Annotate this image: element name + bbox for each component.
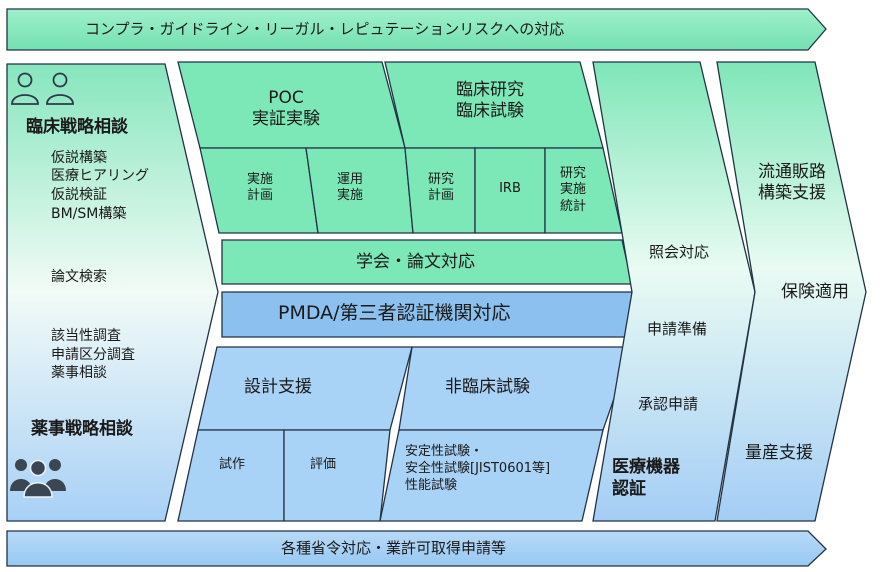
nonclinical-body-line-1: 安定性試験・ <box>405 444 484 459</box>
poc-sub-2-line-1: 運用 <box>336 172 363 187</box>
cert-step-inquiry: 照会対応 <box>649 243 710 261</box>
applicability-item: 該当性調査 <box>51 328 121 344</box>
clinical-strategy-title: 臨床戦略相談 <box>26 117 128 137</box>
verification-item: 仮説検証 <box>51 187 107 203</box>
group-people-icon <box>10 459 66 498</box>
design-sub-box-1 <box>177 429 285 522</box>
pmda-label: PMDA/第三者認証機関対応 <box>278 302 511 324</box>
nonclinical-body-line-2: 安全性試験[JIST0601等] <box>405 461 551 476</box>
poc-sub-1-line-2: 計画 <box>246 188 273 204</box>
hypothesis-item: 仮説構築 <box>51 150 107 166</box>
academic-label: 学会・論文対応 <box>356 252 475 272</box>
clinical-sub-1-line-1: 研究 <box>427 172 454 187</box>
regulatory-strategy-title: 薬事戦略相談 <box>31 419 133 439</box>
design-title: 設計支援 <box>244 377 312 397</box>
left-panel-shape <box>6 63 219 522</box>
nonclinical-title: 非臨床試験 <box>445 377 530 397</box>
banner-bottom-label: 各種省令対応・業許可取得申請等 <box>281 539 507 557</box>
clinical-sub-2-line-1: IRB <box>499 181 521 196</box>
banner-top-label: コンプラ・ガイドライン・リーガル・レピュテーションリスクへの対応 <box>85 20 565 38</box>
cert-step-preparation: 申請準備 <box>647 320 708 338</box>
cert-title-line-1: 医療機器 <box>612 457 680 477</box>
distribution-chevron <box>716 61 867 522</box>
nonclinical-body-box <box>379 429 604 522</box>
cert-title-line-2: 認証 <box>612 479 646 499</box>
distribution-item-insurance: 保険適用 <box>781 282 849 302</box>
cert-title: 医療機器 認証 <box>612 456 680 500</box>
distribution-channel-line-1: 流通販路 <box>758 162 826 182</box>
banner-bottom-arrow <box>6 530 827 567</box>
design-sub-label-2: 評価 <box>310 457 337 472</box>
clinical-sub-box-2 <box>474 147 546 234</box>
clinical-sub-1-line-2: 計画 <box>427 188 454 204</box>
clinical-sub-label-3: 研究 実施 統計 <box>550 166 596 215</box>
nonclinical-body: 安定性試験・ 安全性試験[JIST0601等] 性能試験 <box>405 443 550 494</box>
two-person-icon <box>11 72 74 105</box>
clinical-sub-3-line-3: 統計 <box>559 198 586 214</box>
banner-top-arrow <box>6 8 827 51</box>
design-sub-label-1: 試作 <box>219 457 246 472</box>
bm-sm-item: BM/SM構築 <box>51 206 127 222</box>
clinical-title: 臨床研究 臨床試験 <box>440 80 540 123</box>
hearing-item: 医療ヒアリング <box>51 168 149 184</box>
distribution-item-channel: 流通販路 構築支援 <box>752 162 832 205</box>
cert-step-application: 承認申請 <box>638 395 699 413</box>
paper-search-item: 論文検索 <box>51 269 107 285</box>
consultation-item: 薬事相談 <box>51 365 107 381</box>
poc-sub-2-line-2: 実施 <box>336 188 363 204</box>
poc-title-line-2: 実証実験 <box>252 109 320 130</box>
distribution-item-production: 量産支援 <box>745 443 813 463</box>
poc-title-line-1: POC <box>268 88 304 108</box>
poc-sub-1-line-1: 実施 <box>246 172 273 187</box>
poc-sub-label-2: 運用 実施 <box>325 172 375 205</box>
clinical-title-line-1: 臨床研究 <box>456 80 524 100</box>
poc-sub-label-1: 実施 計画 <box>235 172 285 205</box>
clinical-sub-3-line-2: 実施 <box>559 182 586 198</box>
clinical-sub-label-2: IRB <box>480 181 540 197</box>
clinical-sub-3-line-1: 研究 <box>559 166 586 181</box>
design-sub-box-2 <box>283 429 391 522</box>
clinical-title-line-2: 臨床試験 <box>456 101 524 122</box>
nonclinical-body-line-3: 性能試験 <box>405 478 458 493</box>
classification-item: 申請区分調査 <box>51 347 135 363</box>
certification-chevron <box>592 61 756 522</box>
distribution-channel-line-2: 構築支援 <box>758 183 826 204</box>
poc-title: POC 実証実験 <box>241 88 331 131</box>
clinical-sub-label-1: 研究 計画 <box>416 172 466 205</box>
